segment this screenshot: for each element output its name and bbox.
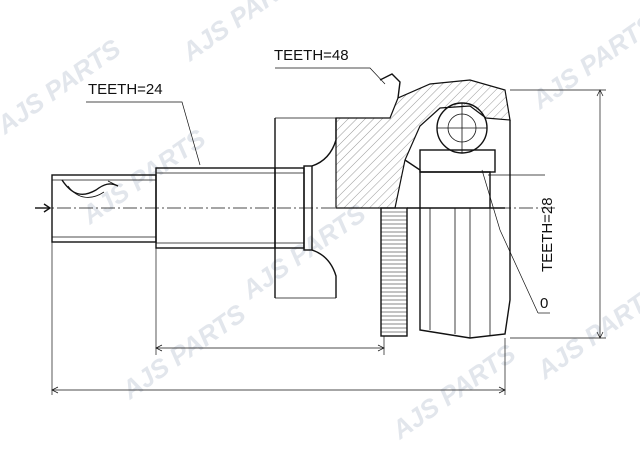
length-dimensions xyxy=(51,242,506,395)
watermark-text: AJS PARTS xyxy=(75,123,211,231)
abs-ring xyxy=(380,207,408,337)
ball-cage xyxy=(436,102,488,154)
splined-shaft xyxy=(155,118,313,298)
teeth-outer-label: TEETH=48 xyxy=(274,47,349,64)
watermark-text: AJS PARTS xyxy=(530,278,640,386)
outer-joint-body xyxy=(407,120,511,339)
teeth-shaft-label: TEETH=24 xyxy=(88,81,163,98)
axis-arrow-head xyxy=(43,203,52,213)
ring-mark-label: 0 xyxy=(540,295,548,312)
watermark-text: AJS PARTS xyxy=(115,298,251,406)
callout-leaders xyxy=(86,67,550,314)
teeth-inner-label: TEETH=28 xyxy=(539,197,556,272)
outer-housing-section xyxy=(335,73,511,209)
watermark-text: AJS PARTS xyxy=(525,8,640,116)
